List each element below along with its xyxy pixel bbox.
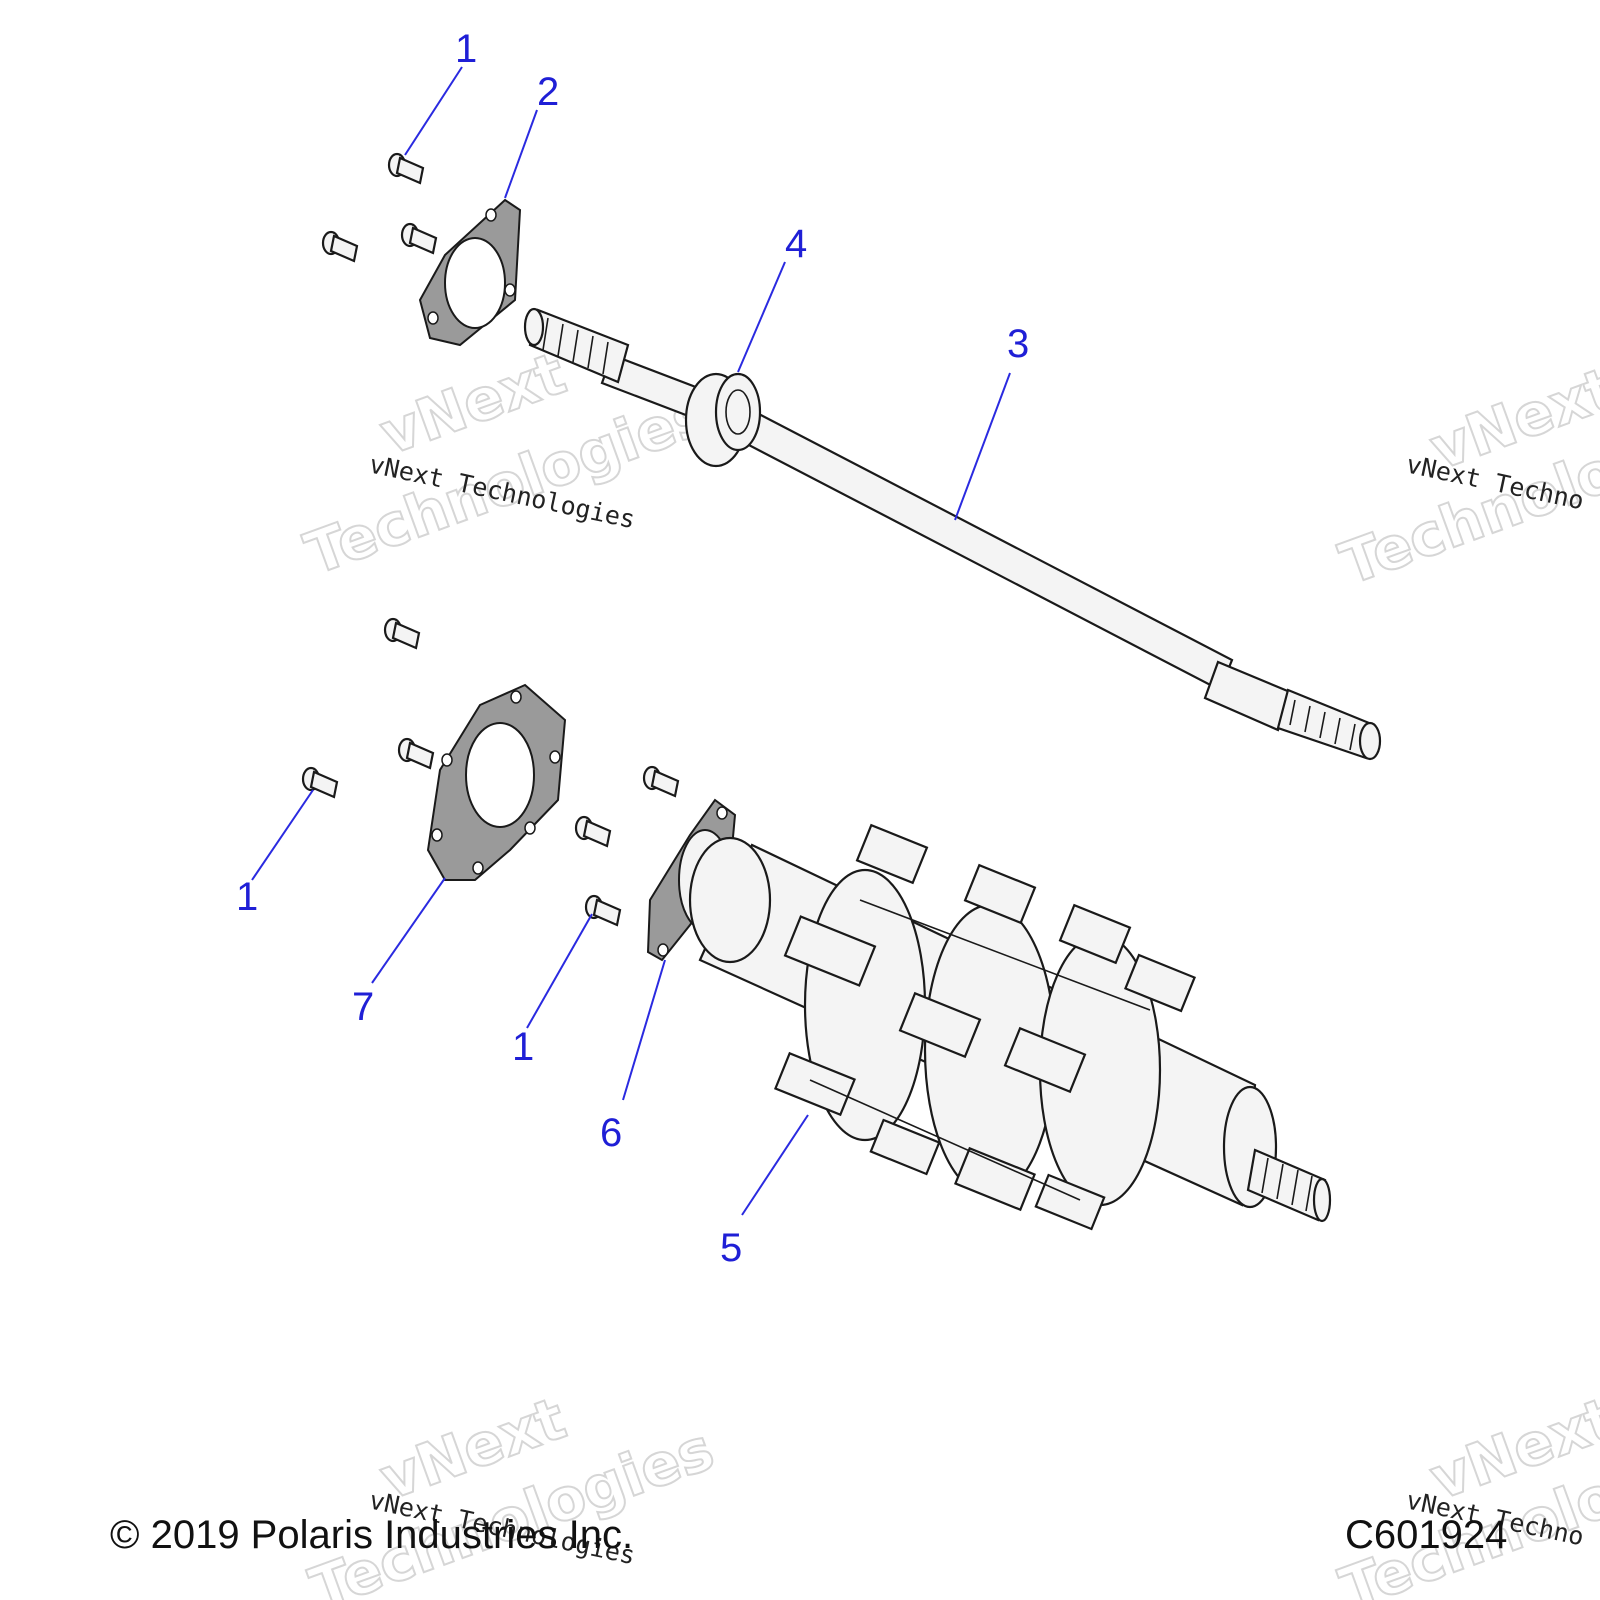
copyright-text: © 2019 Polaris Industries Inc. xyxy=(110,1513,633,1557)
callout-2: 2 xyxy=(537,70,559,114)
diagram-code: C601924 xyxy=(1345,1513,1507,1557)
flange-plate-small xyxy=(418,198,522,347)
flange-plate-large xyxy=(426,683,567,881)
bolt xyxy=(387,152,425,185)
callout-1: 1 xyxy=(512,1025,534,1069)
watermark-top-right: vNext Technolo vNext Techno xyxy=(1331,353,1600,599)
bolt xyxy=(400,222,438,255)
drive-axle-part xyxy=(688,823,1332,1231)
watermark-bottom-left: vNext Technologies vNext Technologies xyxy=(301,1383,724,1600)
callout-7: 7 xyxy=(352,985,374,1029)
watermark-bottom-right: vNext Technolo vNext Techno xyxy=(1331,1383,1600,1600)
bolt xyxy=(301,766,339,799)
callout-4: 4 xyxy=(785,222,807,266)
bolt xyxy=(584,894,622,927)
bolt xyxy=(383,617,421,650)
callout-1: 1 xyxy=(455,27,477,71)
bolt xyxy=(397,737,435,770)
callout-5: 5 xyxy=(720,1226,742,1270)
bolt xyxy=(642,765,680,798)
callout-6: 6 xyxy=(600,1111,622,1155)
callout-3: 3 xyxy=(1007,322,1029,366)
callouts: 1 2 3 4 5 6 7 1 1 xyxy=(236,27,1029,1270)
bolt xyxy=(321,230,359,263)
ring-part xyxy=(684,372,762,468)
leader-lines xyxy=(251,66,1011,1216)
callout-1: 1 xyxy=(236,875,258,919)
bolt xyxy=(574,815,612,848)
shaft-part xyxy=(523,307,1382,761)
bolt-group xyxy=(301,152,680,927)
